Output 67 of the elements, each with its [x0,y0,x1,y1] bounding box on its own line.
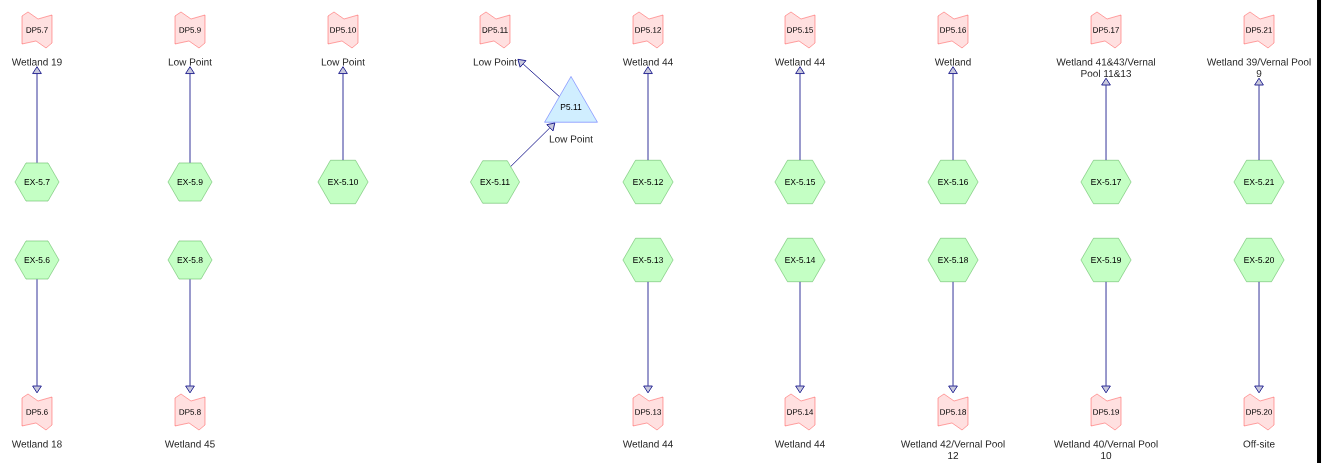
triangle: P5.11 [544,76,598,123]
node-label: Wetland 44 [622,440,673,448]
arrow [32,66,42,164]
hexagon: EX-5.17 [1080,160,1132,204]
hexagon: EX-5.21 [1233,160,1285,204]
node-label: Wetland 44 [774,58,825,66]
node-label: Wetland 45 [164,440,215,448]
document-flag: DP5.21 [1243,11,1275,49]
node-label: Off-site [1243,440,1275,448]
hexagon: EX-5.8 [167,240,213,280]
document-flag: DP5.15 [784,11,816,49]
hexagon: EX-5.11 [470,160,520,204]
node-label: Low Point [473,58,517,66]
hexagon: EX-5.18 [927,238,979,282]
arrow [338,66,348,161]
hexagon: EX-5.20 [1233,238,1285,282]
hexagon: EX-5.14 [774,238,826,282]
node-label: Wetland 44 [622,58,673,66]
arrow [32,278,42,394]
document-flag: DP5.12 [632,11,664,49]
document-flag: DP5.8 [174,393,206,431]
node-label: Low Point [549,135,593,143]
hexagon: EX-5.6 [14,240,60,280]
arrow [185,278,195,394]
arrow [1101,281,1111,394]
document-flag: DP5.11 [479,11,511,49]
document-flag: DP5.6 [21,393,53,431]
arrow [643,66,653,161]
hexagon: EX-5.9 [167,162,213,202]
node-label: Wetland 44 [774,440,825,448]
document-flag: DP5.16 [937,11,969,49]
node-label: Low Point [321,58,365,66]
node-label: Wetland 41&43/Vernal Pool 11&13 [1056,58,1155,78]
arrow [948,66,958,161]
document-flag: DP5.18 [937,393,969,431]
document-flag: DP5.10 [327,11,359,49]
arrow [1101,77,1111,161]
arrow [795,66,805,161]
arrow [185,66,195,164]
node-label: Low Point [168,58,212,66]
hexagon: EX-5.12 [622,160,674,204]
document-flag: DP5.7 [21,11,53,49]
node-label: Wetland 19 [11,58,62,66]
document-flag: DP5.19 [1090,393,1122,431]
hexagon: EX-5.13 [622,238,674,282]
hexagon: EX-5.15 [774,160,826,204]
hexagon: EX-5.7 [14,162,60,202]
arrow [510,122,556,167]
arrow [643,281,653,394]
node-label: Wetland 18 [11,440,62,448]
document-flag: DP5.14 [784,393,816,431]
document-flag: DP5.9 [174,11,206,49]
arrow [517,58,560,97]
document-flag: DP5.20 [1243,393,1275,431]
arrow [948,281,958,394]
hexagon: EX-5.19 [1080,238,1132,282]
hexagon: EX-5.16 [927,160,979,204]
hexagon: EX-5.10 [317,160,369,204]
node-label: Wetland 42/Vernal Pool 12 [900,440,1005,459]
node-label: Wetland 40/Vernal Pool 10 [1053,440,1158,460]
node-label: Wetland [934,58,971,66]
node-label: Wetland 39/Vernal Pool 9 [1206,58,1311,78]
document-flag: DP5.13 [632,393,664,431]
arrow [1254,281,1264,394]
arrow [1254,77,1264,161]
arrow [795,281,805,394]
document-flag: DP5.17 [1090,11,1122,49]
